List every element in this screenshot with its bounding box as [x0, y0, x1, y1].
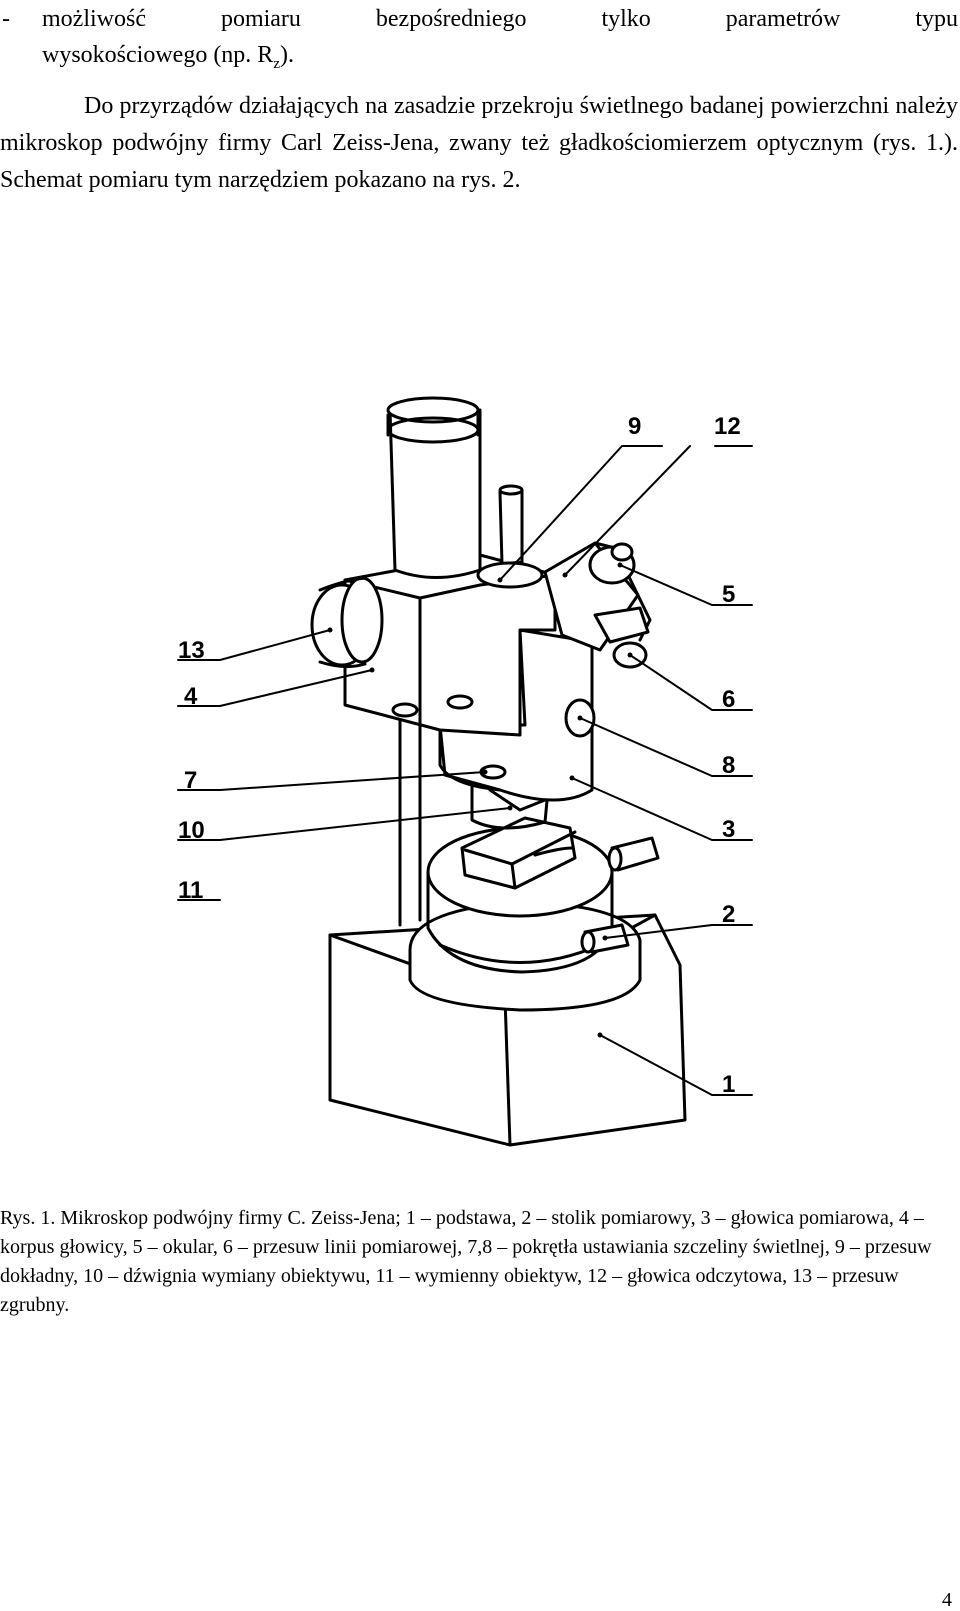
callout-6: 6 — [722, 686, 735, 713]
callout-11: 11 — [178, 877, 203, 904]
callout-1: 1 — [722, 1071, 735, 1098]
bullet-text-prefix: wysokościowego (np. R — [42, 42, 274, 68]
microscope-drawing: 1 2 3 8 6 5 12 9 13 4 7 10 11 — [177, 396, 753, 1147]
figure-caption: Rys. 1. Mikroskop podwójny firmy C. Zeis… — [0, 1207, 932, 1316]
callout-3: 3 — [722, 816, 735, 843]
microscope-figure: 1 2 3 8 6 5 12 9 13 4 7 10 11 — [0, 380, 960, 1180]
callout-13: 13 — [178, 637, 205, 664]
callout-9: 9 — [628, 413, 641, 440]
callout-10: 10 — [178, 817, 205, 844]
callout-8: 8 — [722, 752, 735, 779]
bullet-text-line-2: wysokościowego (np. Rz). — [42, 38, 294, 81]
bullet-dash: - — [2, 6, 10, 32]
callout-12: 12 — [714, 413, 741, 440]
bullet-text-subscript: z — [273, 55, 280, 72]
page-number: 4 — [942, 1589, 952, 1611]
callout-4: 4 — [184, 683, 198, 710]
callout-7: 7 — [184, 767, 197, 794]
callout-2: 2 — [722, 901, 735, 928]
callout-5: 5 — [722, 581, 735, 608]
bullet-text-suffix: ). — [280, 42, 294, 68]
bullet-text-line-1: możliwość pomiaru bezpośredniego tylko p… — [42, 6, 958, 32]
body-paragraph: Do przyrządów działających na zasadzie p… — [0, 93, 958, 193]
